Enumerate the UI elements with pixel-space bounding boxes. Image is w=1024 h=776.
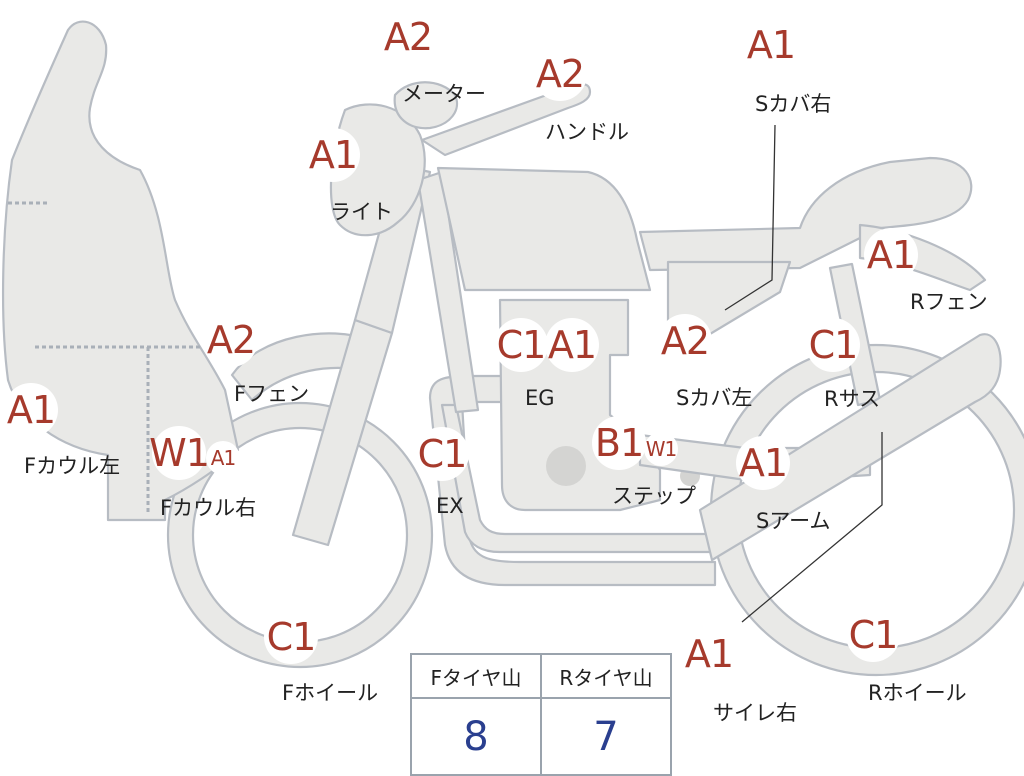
front-fender-grade-badge: A2 — [204, 313, 258, 367]
side-cover-right-label: Sカバ右 — [755, 92, 832, 116]
front-cowl-right-grade-badge-2: A1 — [206, 441, 240, 475]
rear-tire-tread-header: Rタイヤ山 — [540, 653, 672, 699]
silencer-right-label: サイレ右 — [713, 701, 797, 725]
step-label: ステップ — [612, 484, 696, 508]
side-cover-right-leader — [724, 124, 776, 311]
meter-shape — [393, 81, 458, 130]
front-cowl-left-label: Fカウル左 — [24, 454, 121, 478]
exhaust-label: EX — [436, 494, 464, 518]
rear-fender-grade-badge: A1 — [864, 228, 918, 282]
exhaust-grade-badge: C1 — [415, 427, 469, 481]
handle-label: ハンドル — [545, 120, 629, 144]
front-tire-tread-value: 8 — [410, 697, 542, 776]
seat-shape — [638, 156, 973, 272]
front-cowl-right-grade-badge-1: W1 — [149, 426, 210, 480]
engine-case-circle — [546, 446, 586, 486]
fuel-tank-shape — [436, 166, 652, 292]
engine-grade-badge-1: C1 — [494, 318, 548, 372]
engine-grade-badge-2: A1 — [545, 318, 599, 372]
swing-arm-label: Sアーム — [756, 509, 831, 533]
rear-fender-label: Rフェン — [910, 290, 988, 314]
engine-label: EG — [525, 386, 555, 410]
handle-grade-badge: A2 — [533, 47, 587, 101]
meter-label: メーター — [402, 82, 486, 106]
side-cover-left-grade-badge: A2 — [658, 314, 712, 368]
light-grade-badge: A1 — [306, 128, 360, 182]
swing-arm-grade-badge: A1 — [736, 436, 790, 490]
silencer-right-leader — [741, 432, 883, 623]
meter-grade-badge: A2 — [381, 10, 435, 64]
front-fender-label: Fフェン — [234, 382, 310, 406]
tire-tread-table: Fタイヤ山 Rタイヤ山 8 7 — [410, 653, 672, 776]
front-cowl-left-grade-badge: A1 — [4, 383, 58, 437]
frame-down-tube — [416, 170, 480, 414]
rear-suspension-label: Rサス — [824, 387, 881, 411]
step-grade-badge-2: W1 — [644, 432, 678, 466]
front-tire-tread-header: Fタイヤ山 — [410, 653, 542, 699]
front-cowl-right-label: Fカウル右 — [160, 496, 257, 520]
side-cover-right-grade-badge: A1 — [744, 18, 798, 72]
side-cover-left-label: Sカバ左 — [676, 386, 753, 410]
silencer-right-grade-badge: A1 — [682, 627, 736, 681]
step-grade-badge-1: B1 — [592, 416, 646, 470]
rear-suspension-grade-badge: C1 — [806, 318, 860, 372]
light-label: ライト — [330, 200, 393, 224]
rear-tire-tread-value: 7 — [540, 697, 672, 776]
front-wheel-grade-badge: C1 — [264, 610, 318, 664]
front-wheel-label: Fホイール — [282, 681, 379, 705]
rear-wheel-label: Rホイール — [868, 681, 967, 705]
rear-wheel-grade-badge: C1 — [846, 608, 900, 662]
silencer-shape — [698, 333, 1002, 562]
